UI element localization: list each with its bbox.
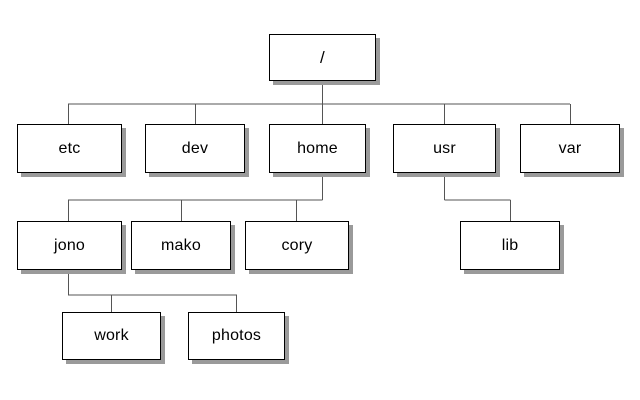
node-dev[interactable]: dev [145, 124, 245, 173]
node-var[interactable]: var [520, 124, 620, 173]
node-etc[interactable]: etc [17, 124, 122, 173]
node-work-label: work [94, 327, 129, 344]
node-home[interactable]: home [269, 124, 366, 173]
node-mako-label: mako [161, 236, 201, 254]
node-work[interactable]: work [62, 312, 161, 360]
node-etc-label: etc [58, 139, 81, 157]
node-photos[interactable]: photos [188, 312, 285, 360]
node-root-label: / [320, 48, 325, 67]
node-mako[interactable]: mako [131, 221, 231, 270]
node-jono[interactable]: jono [17, 221, 122, 270]
node-dev-label: dev [181, 139, 209, 157]
node-photos-label: photos [211, 327, 262, 344]
node-jono-label: jono [53, 236, 86, 254]
node-usr-label: usr [433, 139, 456, 157]
node-usr[interactable]: usr [393, 124, 496, 173]
node-lib-label: lib [501, 236, 519, 254]
node-cory-label: cory [281, 236, 313, 254]
node-cory[interactable]: cory [245, 221, 349, 270]
node-lib[interactable]: lib [460, 221, 560, 270]
node-home-label: home [297, 139, 338, 157]
node-var-label: var [558, 139, 582, 157]
node-root[interactable]: / [269, 34, 376, 81]
